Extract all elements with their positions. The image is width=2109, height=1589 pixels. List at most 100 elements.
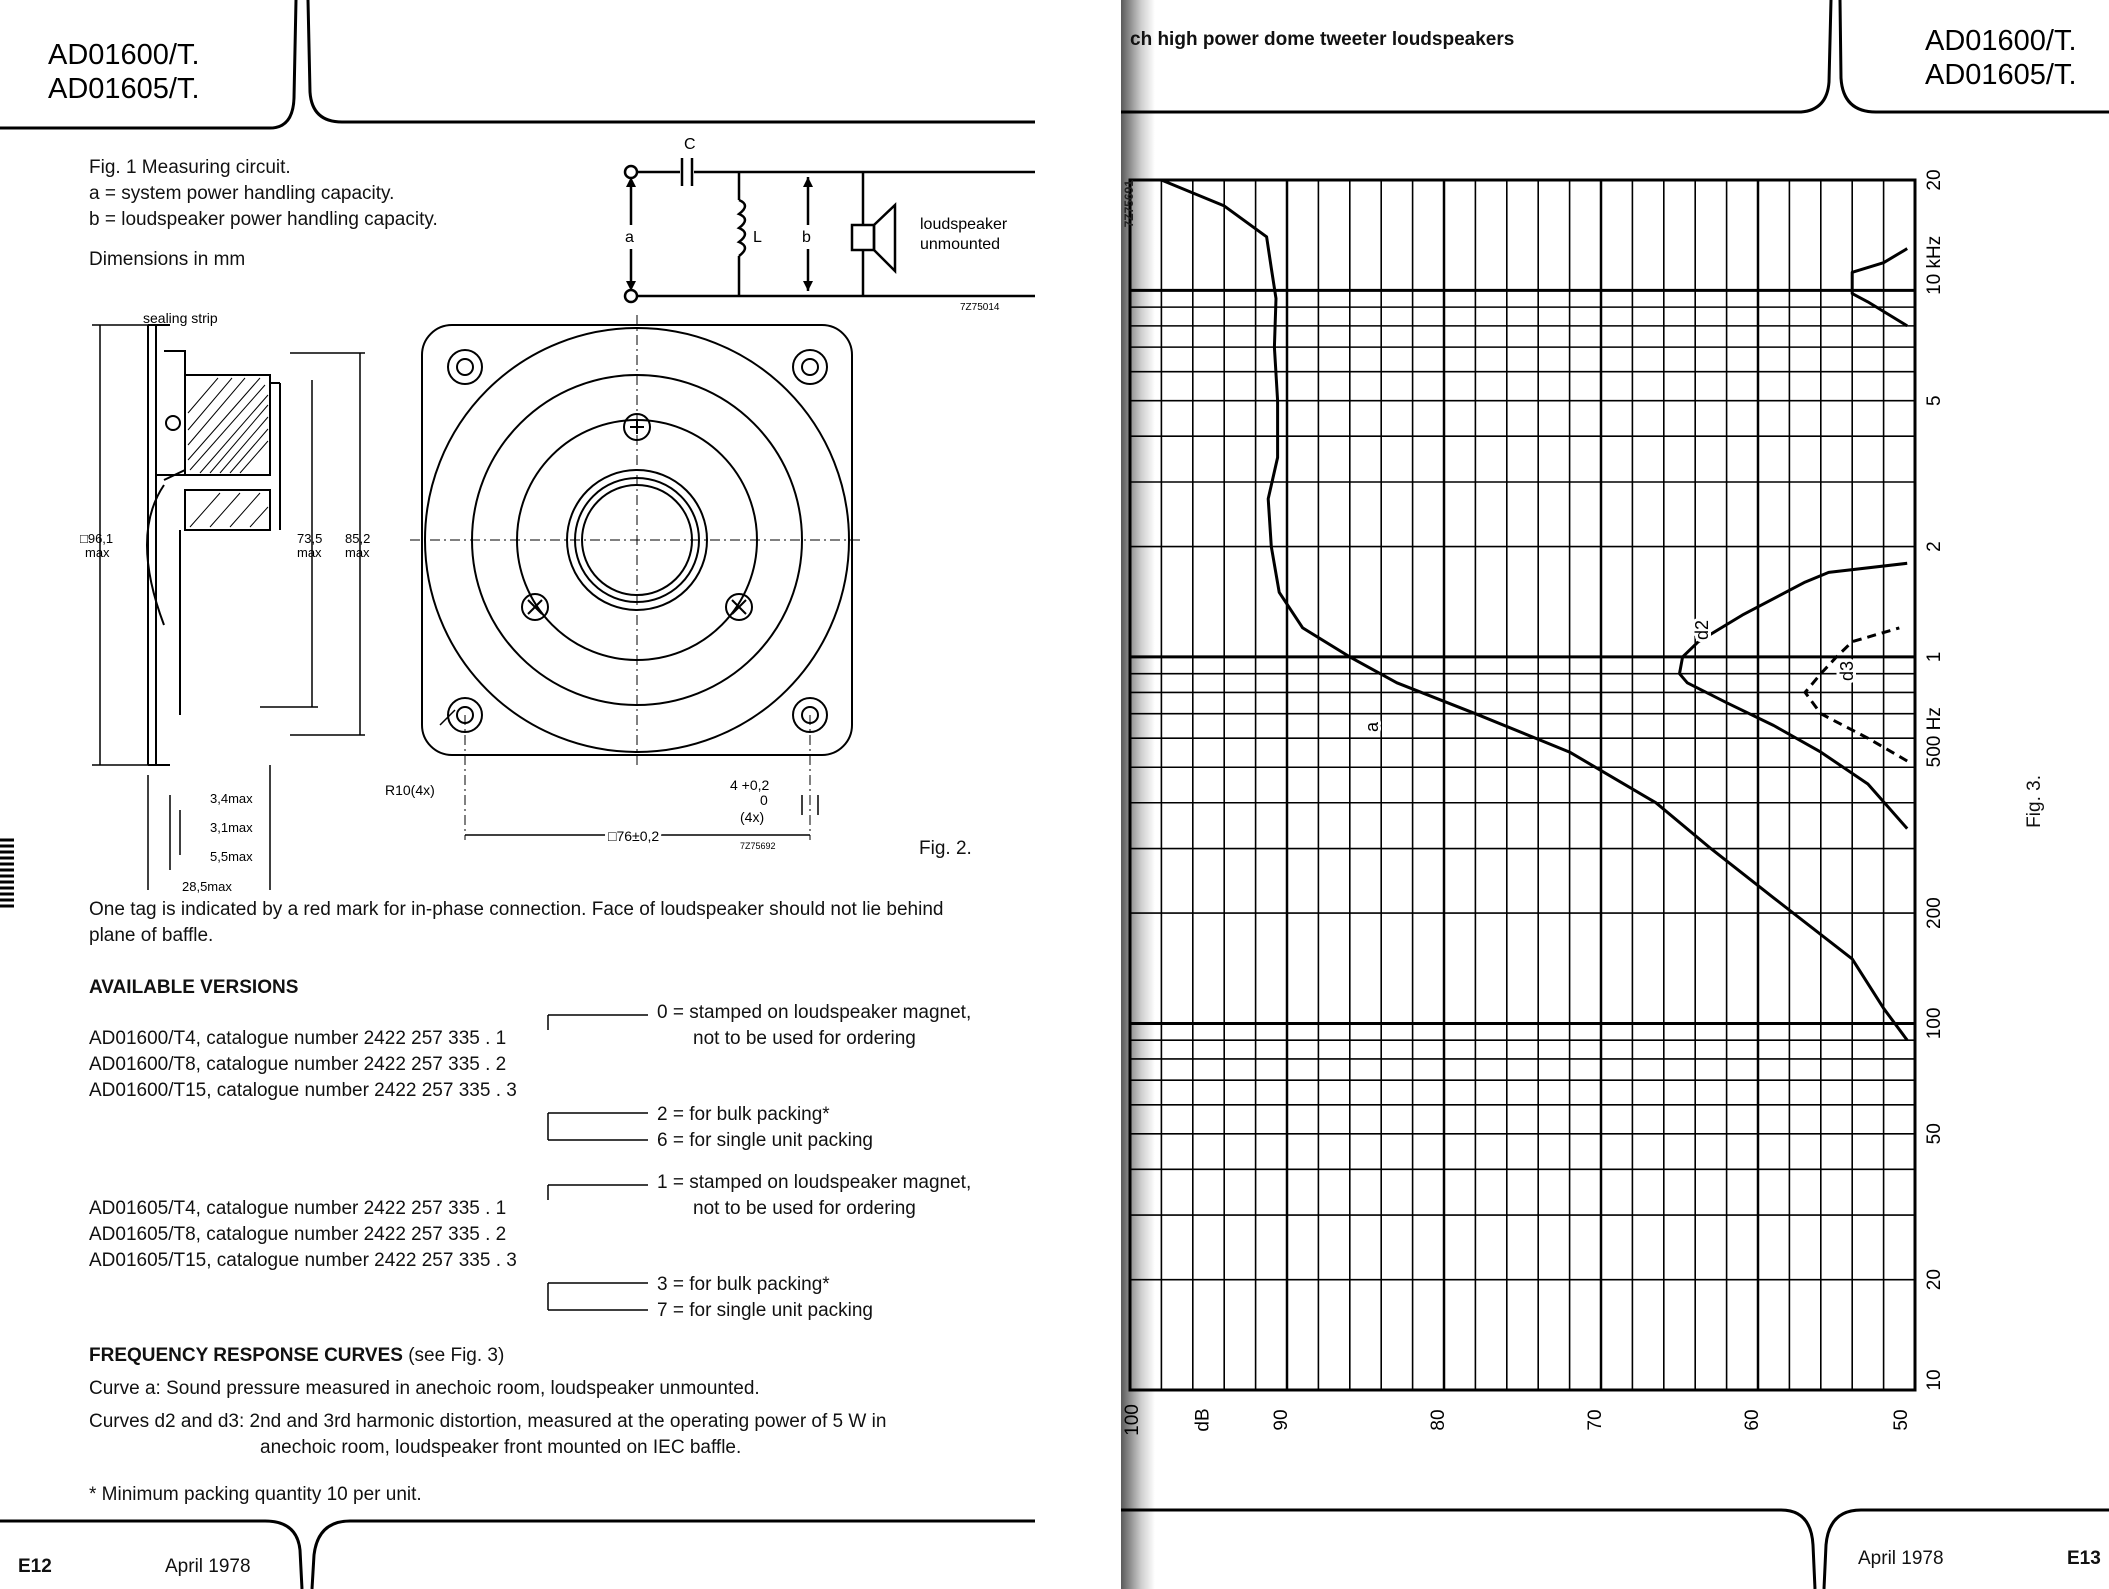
freq-tick-label: 20 <box>1924 1269 1945 1290</box>
curve-a-description: Curve a: Sound pressure measured in anec… <box>89 1378 760 1399</box>
curves-d-line: Curves d2 and d3: 2nd and 3rd harmonic d… <box>89 1411 887 1432</box>
version-row: AD01600/T4, catalogue number 2422 257 33… <box>89 1028 507 1049</box>
speaker-label-2: unmounted <box>920 236 1000 253</box>
dim-73-label: 73,5 <box>297 531 322 546</box>
inductor-label: L <box>753 229 762 246</box>
model-title-line2: AD01605/T. <box>48 73 200 105</box>
model-title-line1: AD01600/T. <box>48 39 200 71</box>
tag-note-line: One tag is indicated by a red mark for i… <box>89 899 944 920</box>
version-note: 1 = stamped on loudspeaker magnet, <box>657 1172 972 1193</box>
dim-96-max: max <box>85 545 110 560</box>
version-note: 2 = for bulk packing* <box>657 1104 830 1125</box>
freq-tick-label: 10 kHz <box>1924 236 1945 295</box>
fig1-caption: Fig. 1 Measuring circuit. a = system pow… <box>89 155 438 233</box>
version-note: 6 = for single unit packing <box>657 1130 873 1151</box>
db-tick-label: 80 <box>1428 1409 1449 1430</box>
scan-shadow <box>1121 0 1155 1589</box>
db-tick-label: 60 <box>1742 1409 1763 1430</box>
dim-96-label: □96,1 <box>80 531 113 546</box>
fig1-code: 7Z75014 <box>960 302 1000 313</box>
label-b: b <box>802 229 811 246</box>
curve-label-d3: d3 <box>1837 661 1857 681</box>
curves-d-description: Curves d2 and d3: 2nd and 3rd harmonic d… <box>89 1409 886 1461</box>
dimensions-note: Dimensions in mm <box>89 249 246 270</box>
hatching <box>187 377 269 528</box>
version-note: 7 = for single unit packing <box>657 1300 873 1321</box>
db-tick-label: 50 <box>1891 1409 1912 1430</box>
version-note: not to be used for ordering <box>693 1028 916 1049</box>
curve-a <box>1160 178 1909 1042</box>
versions-group-2: AD01605/T4, catalogue number 2422 257 33… <box>89 1196 517 1274</box>
dim-85-max: max <box>345 545 370 560</box>
db-tick-label: 90 <box>1271 1409 1292 1430</box>
db-tick-label: 100 <box>1122 1404 1143 1436</box>
available-versions-heading: AVAILABLE VERSIONS <box>89 977 299 998</box>
tag-note-line: plane of baffle. <box>89 925 214 946</box>
curve-extra <box>1850 247 1908 328</box>
fig3-label: Fig. 3. <box>2024 775 2045 828</box>
freq-tick-label: 500 Hz <box>1924 707 1945 767</box>
fig2-code: 7Z75692 <box>740 841 776 851</box>
right-page-number: E13 <box>2067 1548 2101 1569</box>
left-model-title: AD01600/T. AD01605/T. <box>48 38 200 106</box>
hole-tolerance: 4 +0,2 <box>730 777 770 793</box>
hole-tolerance-low: 0 <box>760 792 768 808</box>
dim-285-label: 28,5max <box>182 879 232 894</box>
left-footer-date: April 1978 <box>165 1556 251 1577</box>
dim-73-max: max <box>297 545 322 560</box>
dim-85-label: 85,2 <box>345 531 370 546</box>
freq-heading-bold: FREQUENCY RESPONSE CURVES <box>89 1345 403 1366</box>
version-row: AD01605/T8, catalogue number 2422 257 33… <box>89 1224 507 1245</box>
curves-d-line: anechoic room, loudspeaker front mounted… <box>260 1437 742 1458</box>
fig2-label: Fig. 2. <box>919 838 972 859</box>
version-row: AD01605/T4, catalogue number 2422 257 33… <box>89 1198 507 1219</box>
db-tick-label: dB <box>1193 1408 1214 1431</box>
freq-tick-label: 200 <box>1924 897 1945 929</box>
hole-count: (4x) <box>740 809 764 825</box>
right-header-text: ch high power dome tweeter loudspeakers <box>1130 29 1515 50</box>
version-brackets <box>547 1014 648 1311</box>
freq-tick-label: 20 <box>1924 169 1945 190</box>
curve-label-d2: d2 <box>1692 620 1712 640</box>
chart-grid <box>1128 178 1917 1392</box>
curve-d3 <box>1803 626 1908 763</box>
dim-55-label: 5,5max <box>210 849 253 864</box>
speaker-label-1: loudspeaker <box>920 216 1008 233</box>
version-note: 3 = for bulk packing* <box>657 1274 830 1295</box>
dim-31-label: 3,1max <box>210 820 253 835</box>
freq-heading-suffix: (see Fig. 3) <box>408 1345 505 1366</box>
right-model-title: AD01600/T. AD01605/T. <box>1925 24 2077 92</box>
chart-code: 7Z75691 <box>1122 180 1136 228</box>
tweeter-dimension-drawing: sealing strip □96,1 max 73,5 max 85,2 ma… <box>80 310 860 894</box>
freq-response-heading: FREQUENCY RESPONSE CURVES (see Fig. 3) <box>89 1343 504 1369</box>
fig1-caption-line: a = system power handling capacity. <box>89 183 395 204</box>
versions-group-1: AD01600/T4, catalogue number 2422 257 33… <box>89 1026 517 1104</box>
versions-group-2-notes: 1 = stamped on loudspeaker magnet, not t… <box>657 1170 971 1324</box>
page-gutter <box>1035 0 1121 1589</box>
dim-34-label: 3,4max <box>210 791 253 806</box>
model-title-line2: AD01605/T. <box>1925 59 2077 91</box>
right-footer-date: April 1978 <box>1858 1548 1944 1569</box>
db-tick-label: 70 <box>1585 1409 1606 1430</box>
version-note: not to be used for ordering <box>693 1198 916 1219</box>
r10-label: R10(4x) <box>385 782 435 798</box>
freq-tick-label: 1 <box>1924 652 1945 663</box>
freq-tick-label: 100 <box>1924 1008 1945 1040</box>
packing-footnote: * Minimum packing quantity 10 per unit. <box>89 1484 422 1505</box>
dim-76-label: □76±0,2 <box>608 828 659 844</box>
curve-label-a: a <box>1362 721 1382 732</box>
freq-tick-label: 2 <box>1924 541 1945 552</box>
curve-d2 <box>1678 561 1909 830</box>
version-note: 0 = stamped on loudspeaker magnet, <box>657 1002 972 1023</box>
right-page-frame <box>1121 0 2109 1589</box>
freq-tick-label: 50 <box>1924 1123 1945 1144</box>
chart-frame <box>1128 178 1917 1392</box>
sealing-strip-label: sealing strip <box>143 310 218 326</box>
label-a: a <box>625 229 634 246</box>
left-page-number: E12 <box>18 1556 52 1577</box>
capacitor-label: C <box>684 136 696 153</box>
chart-curves <box>1160 178 1909 1042</box>
left-page-frame <box>0 0 1035 1589</box>
